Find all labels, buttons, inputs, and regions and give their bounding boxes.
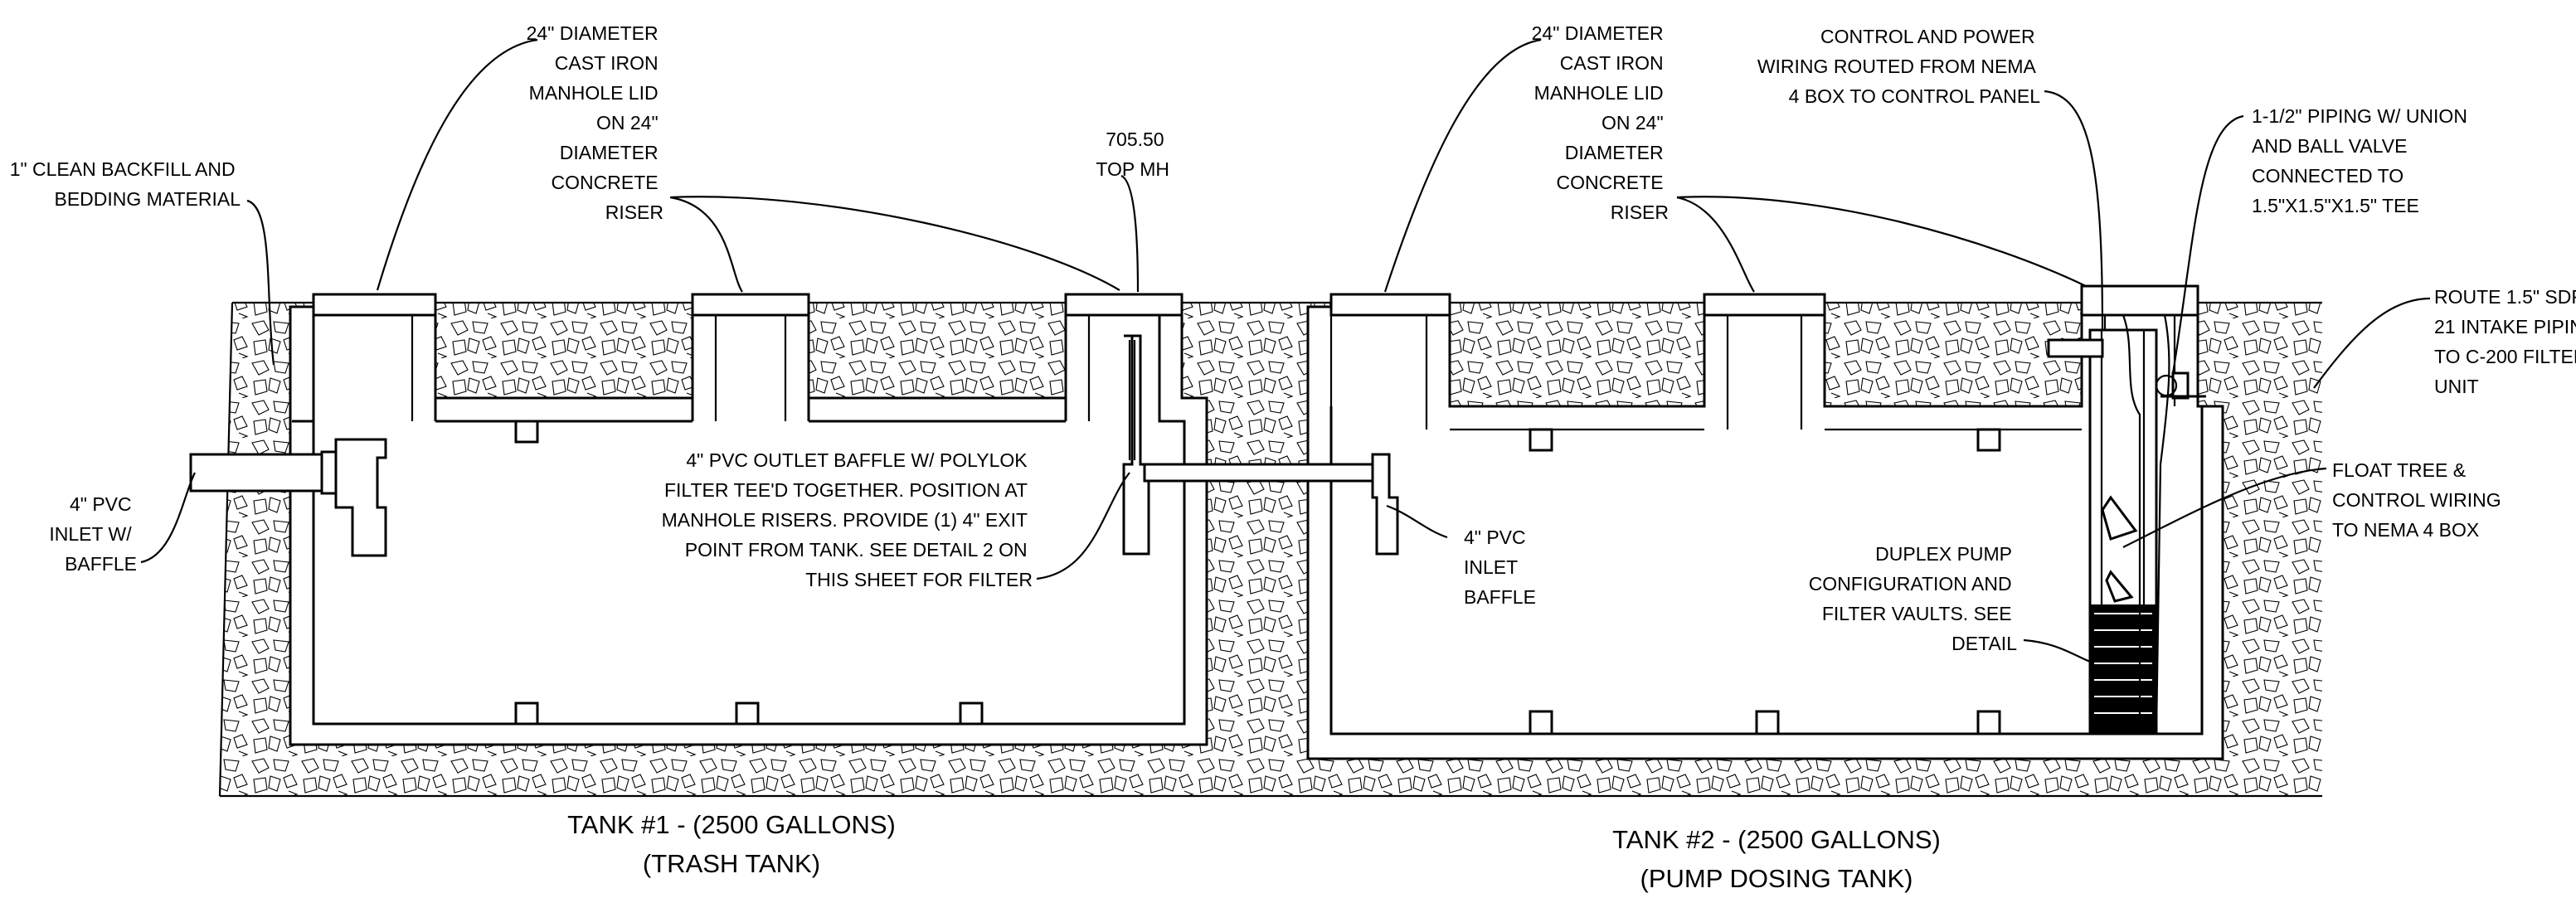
inlet-baffle-tee bbox=[334, 438, 387, 557]
tank-2-riser-lid bbox=[2080, 284, 2199, 317]
leader-top-mh bbox=[1120, 174, 1140, 293]
tank-2-outer-wall bbox=[1306, 305, 2224, 760]
label-inlet-baffle: 4" PVC INLET BAFFLE bbox=[1464, 527, 1536, 608]
tank-2-support-2 bbox=[1976, 428, 2001, 452]
leader-outlet-baffle bbox=[1036, 472, 1130, 580]
label-duplex-pump: DUPLEX PUMP CONFIGURATION AND FILTER VAU… bbox=[1809, 543, 2018, 654]
tank-2-foot-2 bbox=[1755, 710, 1780, 735]
tank-1-title: TANK #1 - (2500 GALLONS) bbox=[567, 810, 896, 839]
tank-2-foot-1 bbox=[1529, 710, 1553, 735]
label-control-wiring: CONTROL AND POWER WIRING ROUTED FROM NEM… bbox=[1757, 26, 2040, 107]
tank-2-inlet-baffle bbox=[1371, 453, 1399, 556]
leader-piping bbox=[2171, 114, 2244, 374]
outlet-baffle-detail bbox=[1128, 340, 1136, 460]
leader-manhole-2 bbox=[1383, 38, 1542, 293]
leader-float-tree bbox=[2122, 467, 2327, 548]
label-manhole-lid-2: 24" DIAMETER CAST IRON MANHOLE LID ON 24… bbox=[1532, 22, 1669, 223]
tank-1-lid-1 bbox=[312, 293, 437, 317]
tank-2-subtitle: (PUMP DOSING TANK) bbox=[1640, 864, 1913, 893]
tank-2-lid-2 bbox=[1703, 293, 1826, 317]
label-route-piping: ROUTE 1.5" SDR 21 INTAKE PIPING TO C-200… bbox=[2434, 286, 2576, 397]
leader-riser-2b bbox=[1676, 196, 2087, 287]
leader-control-wiring bbox=[2044, 90, 2104, 331]
tank-1-support bbox=[514, 420, 539, 444]
transfer-pipe bbox=[1143, 463, 1378, 483]
leader-riser-1 bbox=[669, 196, 743, 293]
tank-2-support-1 bbox=[1529, 428, 1553, 452]
tank-2-foot-3 bbox=[1976, 710, 2001, 735]
leader-inlet-baffle bbox=[1386, 504, 1448, 539]
backfill-outline bbox=[218, 301, 2322, 798]
label-float-tree: FLOAT TREE & CONTROL WIRING TO NEMA 4 BO… bbox=[2332, 459, 2506, 541]
tank-1-lid-2 bbox=[691, 293, 810, 317]
leader-route-piping bbox=[2313, 297, 2431, 389]
label-outlet-baffle: 4" PVC OUTLET BAFFLE W/ POLYLOK FILTER T… bbox=[662, 449, 1033, 590]
leader-riser-2 bbox=[1676, 196, 1755, 293]
leader-backfill bbox=[246, 199, 275, 366]
tank-1-foot-2 bbox=[735, 701, 760, 726]
duplex-pump-vault bbox=[2047, 314, 2206, 735]
label-backfill: 1" CLEAN BACKFILL AND BEDDING MATERIAL bbox=[10, 158, 241, 210]
inlet-pipe-coupling bbox=[320, 450, 338, 495]
tank-1-riser-inner-lines bbox=[312, 315, 1161, 421]
inlet-pipe bbox=[189, 453, 338, 493]
leader-manhole-1 bbox=[376, 38, 538, 291]
tank-1-foot-1 bbox=[514, 701, 539, 726]
tank-2-title: TANK #2 - (2500 GALLONS) bbox=[1612, 825, 1941, 854]
leader-riser-1b bbox=[669, 196, 1120, 291]
outlet-baffle-filter bbox=[1122, 334, 1150, 556]
tank-1-foot-3 bbox=[959, 701, 984, 726]
leader-duplex-pump bbox=[2023, 638, 2091, 663]
label-inlet-pipe: 4" PVC INLET W/ BAFFLE bbox=[49, 493, 137, 575]
tank-1-top-slab bbox=[434, 398, 1067, 421]
label-manhole-lid-1: 24" DIAMETER CAST IRON MANHOLE LID ON 24… bbox=[527, 22, 663, 223]
label-piping: 1-1/2" PIPING W/ UNION AND BALL VALVE CO… bbox=[2252, 105, 2472, 216]
tank-1-lid-3 bbox=[1064, 293, 1184, 317]
tank-1-subtitle: (TRASH TANK) bbox=[643, 849, 820, 878]
tank-2-lid-1 bbox=[1329, 293, 1451, 317]
label-top-mh: 705.50 TOP MH bbox=[1096, 129, 1169, 180]
leader-inlet-pipe bbox=[140, 472, 196, 564]
